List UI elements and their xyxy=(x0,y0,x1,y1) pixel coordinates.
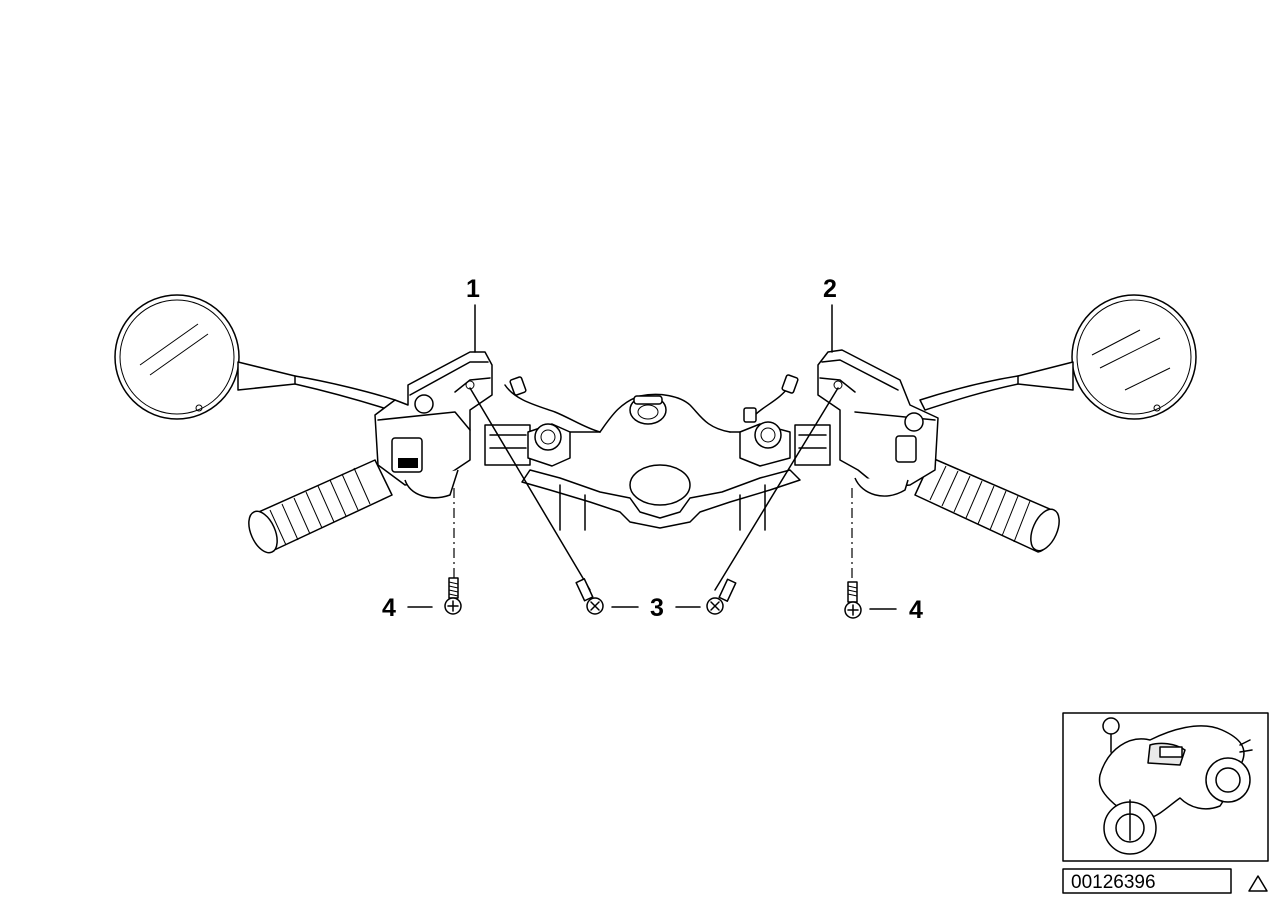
leader-lines xyxy=(407,304,897,610)
left-mirror xyxy=(114,294,396,420)
callout-4-right: 4 xyxy=(909,596,923,624)
right-switch-unit xyxy=(817,349,939,497)
warning-triangle-icon xyxy=(1248,875,1268,892)
part-number-box xyxy=(1062,868,1232,894)
screw-center-right-3 xyxy=(706,578,737,615)
callout-3: 3 xyxy=(650,594,664,622)
motorcycle-locator-thumbnail xyxy=(1062,712,1269,862)
left-grip xyxy=(248,459,393,554)
callout-2: 2 xyxy=(823,275,837,303)
right-mirror xyxy=(919,294,1197,420)
screw-center-left-3 xyxy=(575,578,604,615)
screw-right-4 xyxy=(844,581,862,619)
callout-1: 1 xyxy=(466,275,480,303)
left-switch-unit xyxy=(374,351,493,499)
right-grip xyxy=(914,457,1060,553)
callout-4-left: 4 xyxy=(382,594,396,622)
triple-clamp xyxy=(484,374,831,531)
screw-left-4 xyxy=(444,577,462,615)
part-number: 00126396 xyxy=(1071,872,1156,893)
